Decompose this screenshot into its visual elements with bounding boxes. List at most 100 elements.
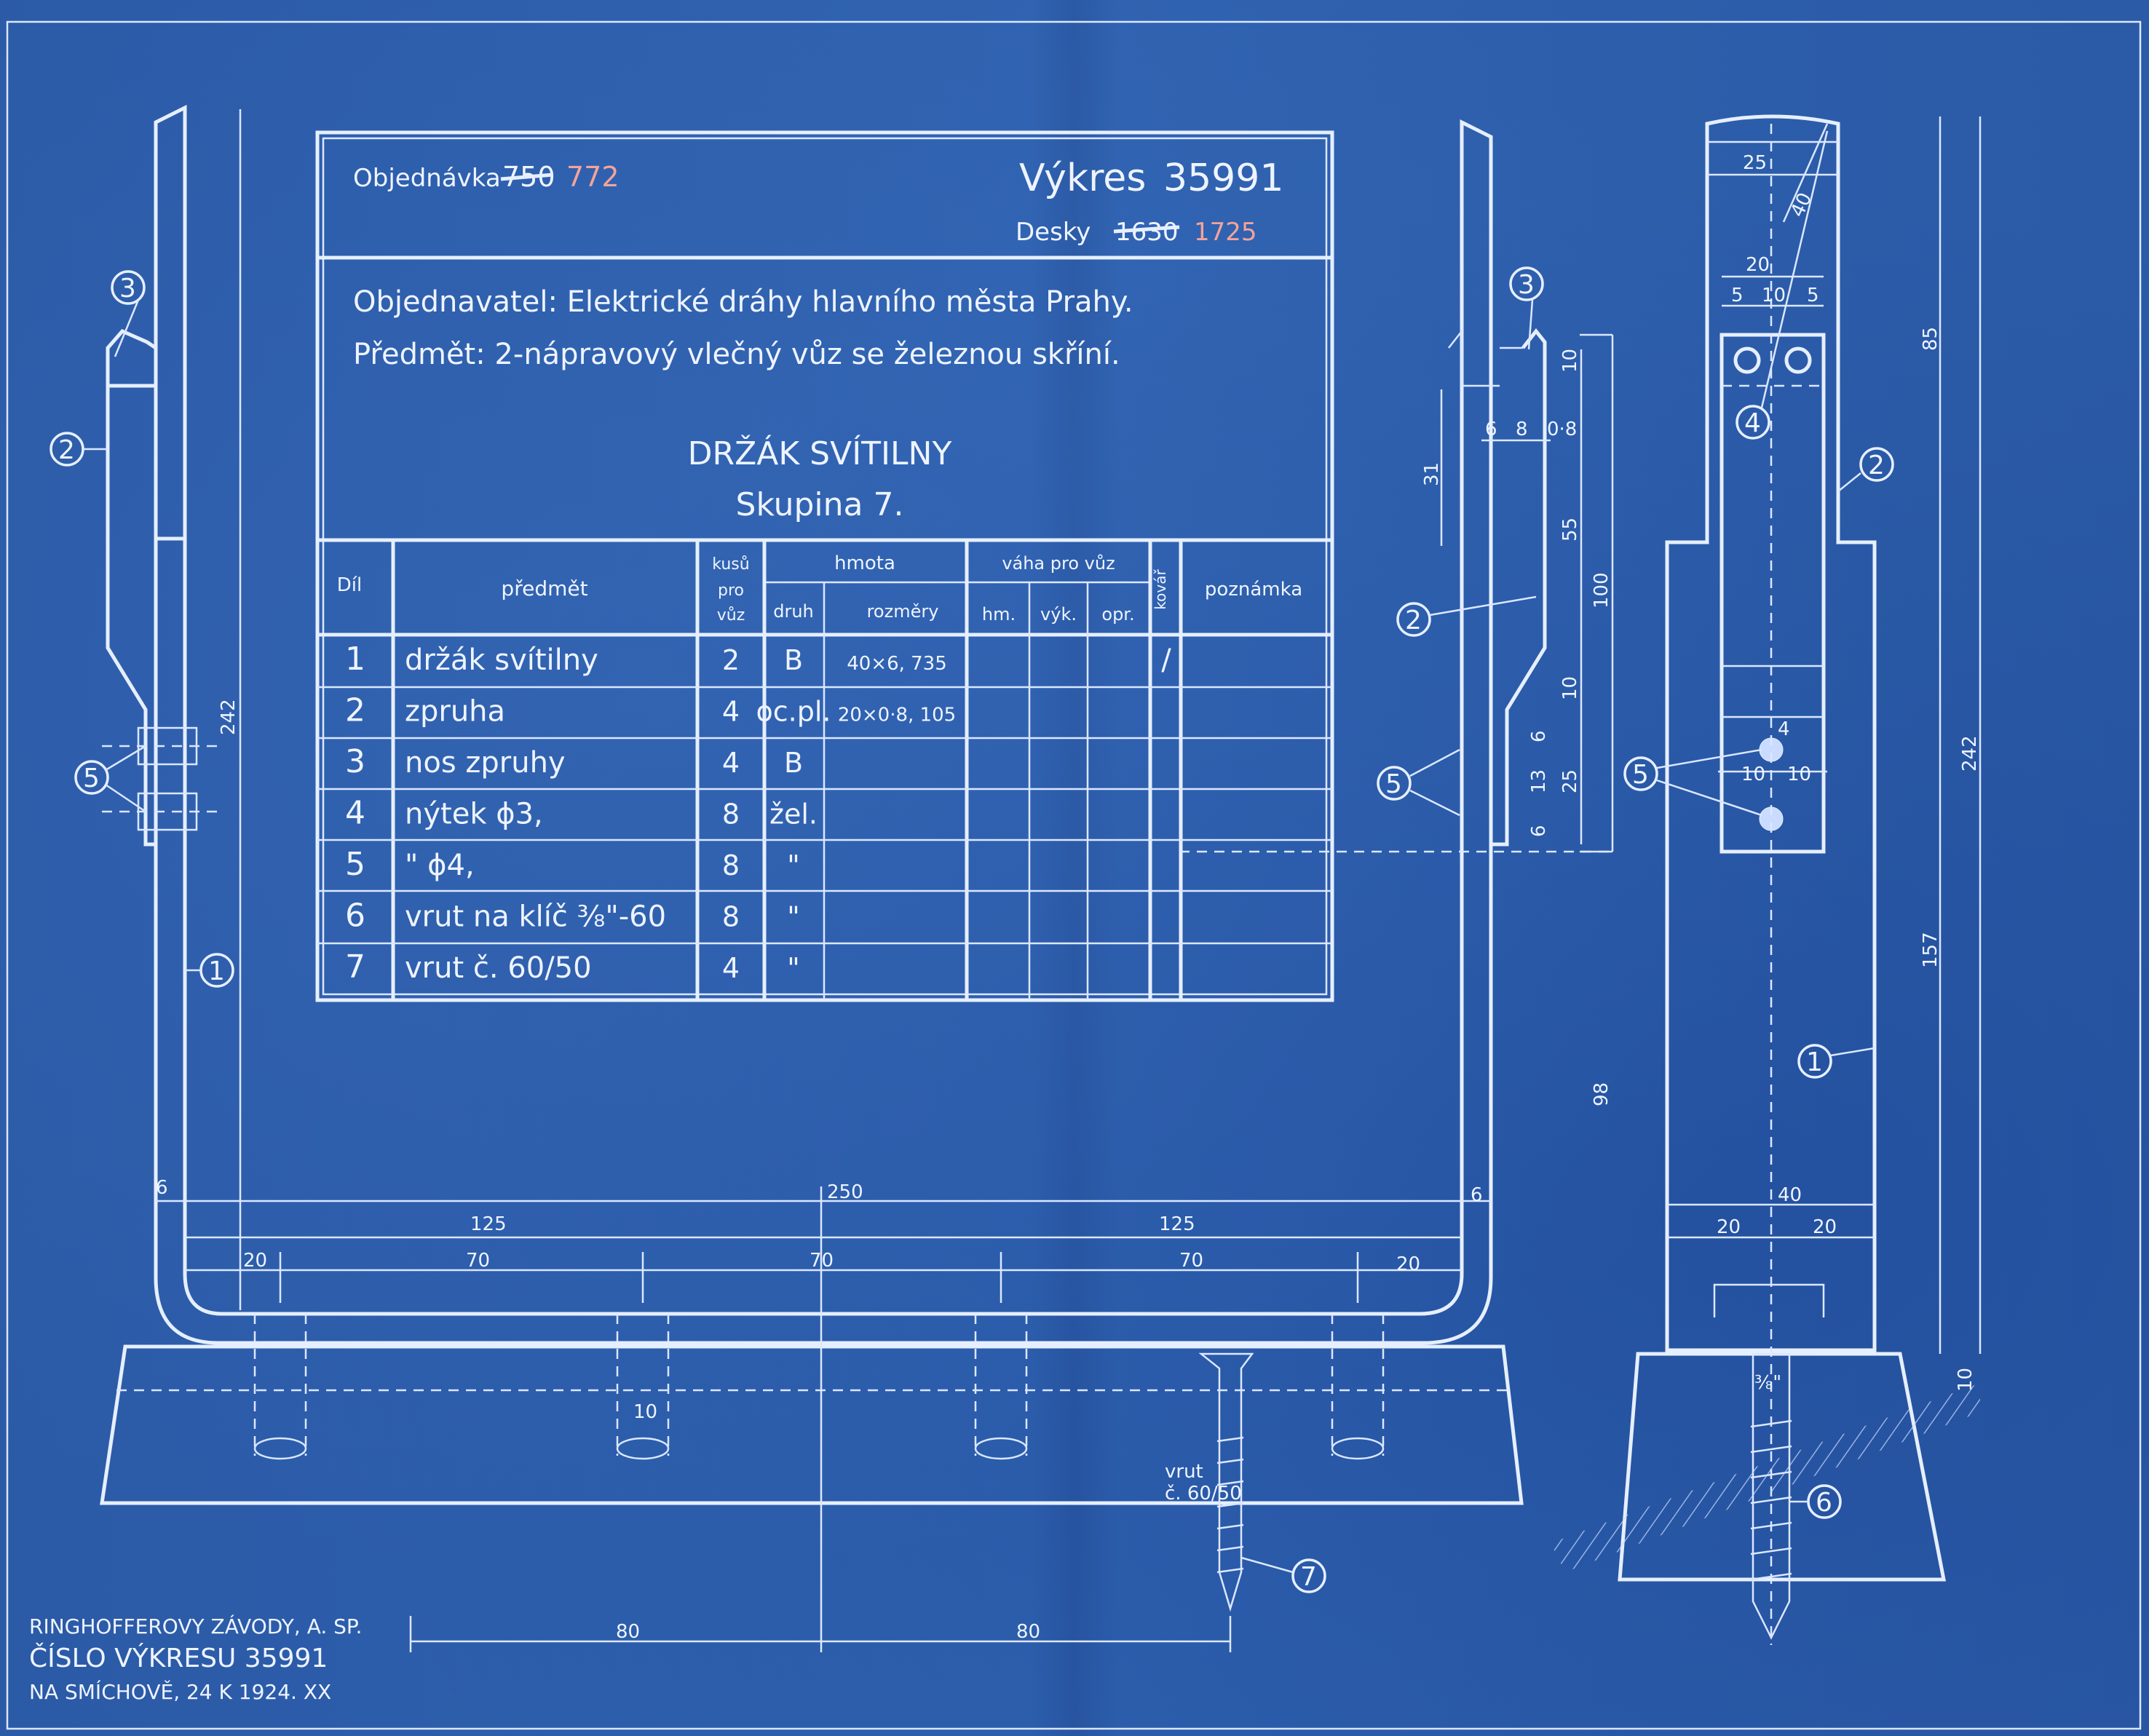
- lag-screw: [1752, 1352, 1791, 1640]
- callout-7-mid: 7: [1240, 1556, 1326, 1593]
- dim-side-100: 100: [1591, 572, 1612, 609]
- dim-right-20: 20: [1746, 254, 1770, 276]
- dim-side-10b: 10: [1559, 676, 1581, 700]
- callout-2-left: 2: [50, 432, 108, 467]
- spring-nose-left: [106, 328, 158, 388]
- col-druh: druh: [773, 601, 814, 622]
- order-new: 772: [566, 161, 620, 193]
- dim-right-242: 242: [1959, 735, 1981, 772]
- col-hmota: hmota: [834, 552, 895, 574]
- cell-druh: B: [784, 644, 803, 676]
- screw-label-2: č. 60/50: [1165, 1483, 1242, 1505]
- dim-right-10v: 10: [1955, 1368, 1976, 1392]
- cell-kusu: 4: [722, 695, 740, 727]
- dim-side-8: 8: [1516, 419, 1528, 440]
- callout-3-right: 3: [1509, 266, 1544, 350]
- order-label: Objednávka: [353, 164, 501, 193]
- cell-druh: ": [787, 900, 799, 932]
- stamp-line-3: NA SMÍCHOVĚ, 24 K 1924. XX: [29, 1679, 331, 1704]
- col-kusu-1: kusů: [712, 555, 749, 574]
- base-board-front: [100, 1344, 1524, 1505]
- cell-kusu: 8: [722, 900, 740, 932]
- sheet-border: [6, 20, 2142, 1730]
- col-dil: Díl: [337, 574, 362, 596]
- cell-dil: 2: [345, 691, 365, 729]
- wood-screw-front: [1198, 1352, 1254, 1612]
- dim-seg-70c: 70: [1179, 1250, 1203, 1272]
- dim-side-25: 25: [1559, 769, 1581, 793]
- svg-text:1: 1: [1806, 1047, 1823, 1077]
- spring-left: [106, 386, 156, 847]
- dim-right-157: 157: [1920, 932, 1942, 968]
- rivet-side-2: [1784, 346, 1812, 374]
- callout-5-mid: 5: [1377, 748, 1460, 817]
- dim-seg-70a: 70: [466, 1250, 490, 1272]
- callout-3-left: 3: [111, 270, 146, 357]
- cell-druh: B: [784, 747, 803, 779]
- title-block: Objednávka 750 772 Výkres 35991 Desky 16…: [315, 130, 1334, 1002]
- cell-druh: ": [787, 952, 799, 984]
- svg-text:1: 1: [208, 956, 225, 986]
- cell-dil: 4: [345, 794, 365, 831]
- callouts: 3 2 5 1 3 2 5 4 2 5 1 6 7: [50, 130, 1894, 1593]
- dim-side-13: 13: [1528, 769, 1550, 793]
- dim-right-10b: 10: [1787, 764, 1811, 785]
- cell-predmet: " ϕ4,: [405, 849, 475, 882]
- cell-predmet: zpruha: [405, 694, 505, 728]
- subject-line: Předmět: 2-nápravový vlečný vůz se želez…: [353, 338, 1120, 371]
- dim-right-10h: 10: [1741, 764, 1765, 785]
- drawing-title: DRŽÁK SVÍTILNY: [688, 434, 952, 472]
- dim-plate-right: 6: [1471, 1184, 1483, 1206]
- svg-text:3: 3: [119, 274, 136, 304]
- cell-druh: oc.pl.: [756, 695, 831, 727]
- boards-label: Desky: [1016, 218, 1091, 247]
- cell-dil: 5: [345, 846, 365, 883]
- col-hm: hm.: [982, 604, 1016, 625]
- stamp-line-2: ČÍSLO VÝKRESU 35991: [29, 1643, 328, 1673]
- dim-side-55: 55: [1559, 518, 1581, 542]
- svg-text:5: 5: [1385, 769, 1402, 799]
- cell-rozmery: 40×6, 735: [847, 653, 947, 675]
- cell-predmet: vrut na klíč ⅜"-60: [405, 900, 666, 933]
- side-view: 25 40 20 5 10 5 85 242 157 40 20 20 10 1…: [1551, 114, 1982, 1645]
- col-vyk: výk.: [1040, 604, 1077, 625]
- col-kusu-2: pro: [718, 582, 744, 600]
- dim-side-6c: 6: [1528, 825, 1550, 837]
- base-board-side: [1618, 1352, 1947, 1582]
- cell-druh: ": [787, 849, 799, 881]
- table-row: 6 vrut na klíč ⅜"-60 8 ": [345, 897, 800, 934]
- callout-2-right: 2: [1837, 447, 1894, 492]
- dim-right-5a: 5: [1731, 285, 1744, 306]
- callout-2-mid: 2: [1396, 595, 1537, 637]
- svg-text:6: 6: [1816, 1488, 1832, 1518]
- svg-text:2: 2: [1868, 451, 1885, 480]
- svg-text:3: 3: [1518, 270, 1535, 300]
- svg-text:2: 2: [1405, 606, 1422, 635]
- dim-right-40w: 40: [1778, 1184, 1802, 1206]
- cell-kovar: /: [1161, 643, 1171, 677]
- svg-text:4: 4: [1744, 408, 1761, 438]
- boards-new: 1725: [1194, 218, 1257, 247]
- col-opr: opr.: [1101, 604, 1134, 625]
- drawing-label: Výkres: [1019, 156, 1146, 200]
- dim-screw-spacing-a: 80: [616, 1621, 640, 1643]
- cell-kusu: 2: [722, 644, 740, 676]
- dim-half-right: 125: [1159, 1213, 1195, 1235]
- col-vaha: váha pro vůz: [1002, 553, 1115, 574]
- svg-text:5: 5: [83, 764, 100, 793]
- dim-side-6: 6: [1485, 419, 1497, 440]
- cell-kusu: 8: [722, 849, 740, 881]
- cell-predmet: nos zpruhy: [405, 746, 566, 780]
- callout-1-left: 1: [185, 953, 234, 988]
- front-dimensions: [156, 109, 1491, 1652]
- cell-kusu: 4: [722, 747, 740, 779]
- dim-right-4: 4: [1778, 718, 1790, 740]
- drawing-number: 35991: [1163, 156, 1283, 200]
- dim-height-left: 242: [218, 699, 240, 735]
- cell-dil: 6: [345, 897, 365, 934]
